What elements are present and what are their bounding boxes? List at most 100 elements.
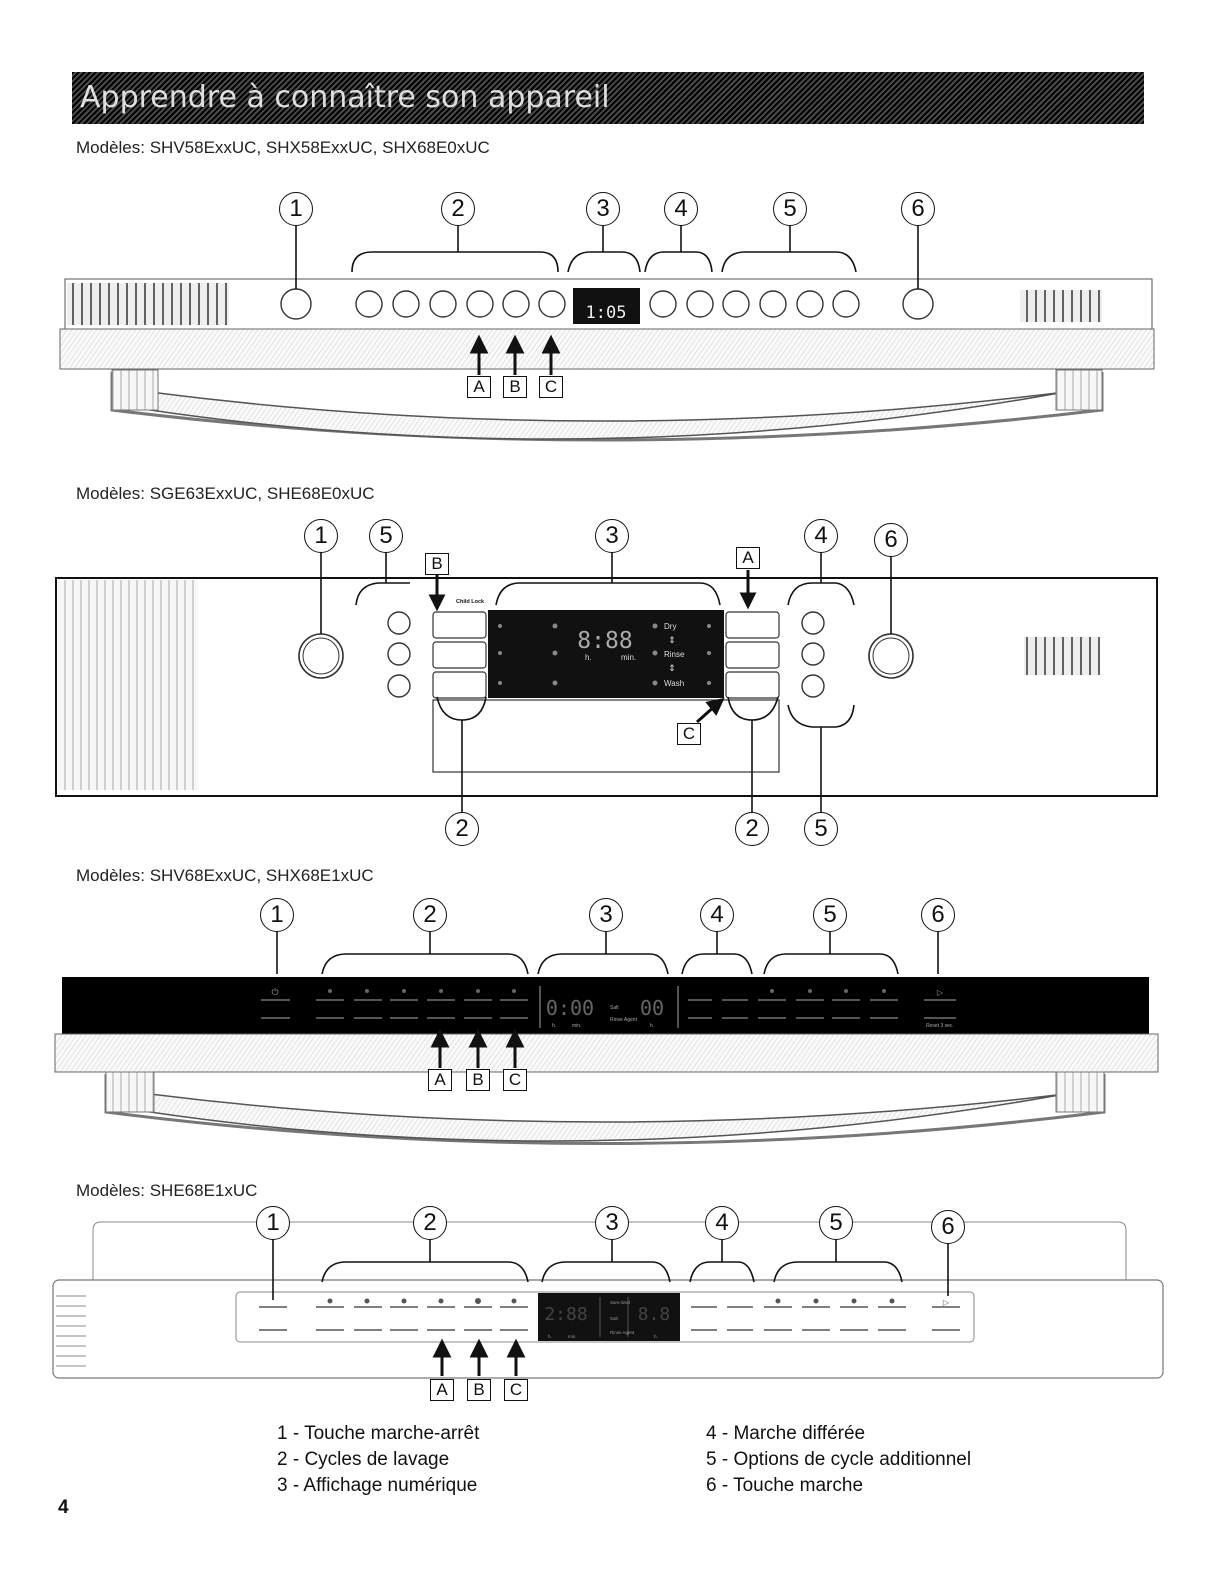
legend-item-1: 1 - Touche marche-arrêt: [277, 1423, 480, 1444]
callout-3: 3: [595, 519, 629, 553]
callout-1: 1: [279, 192, 313, 226]
door-trim: [54, 1033, 1159, 1073]
callout-4: 4: [664, 192, 698, 226]
models-label-4: Modèles: SHE68E1xUC: [76, 1181, 258, 1200]
svg-text:h.: h.: [654, 1334, 658, 1339]
callout-1: 1: [304, 519, 338, 553]
delay-readout: 00: [640, 996, 664, 1020]
callout-2: 2: [735, 812, 769, 846]
legend-item-6: 6 - Touche marche: [706, 1475, 864, 1496]
option-button[interactable]: [387, 674, 411, 698]
indicator-rinse-agent: Rinse Agent: [610, 1330, 635, 1335]
vent-right: [1020, 290, 1102, 322]
letter-callout-c: C: [539, 376, 563, 398]
delay-button[interactable]: [801, 674, 825, 698]
callout-5: 5: [813, 898, 847, 932]
delay-button[interactable]: [649, 290, 677, 318]
callout-5: 5: [804, 812, 838, 846]
svg-text:min.: min.: [572, 1023, 581, 1029]
vent-right: [1024, 637, 1100, 675]
delay-readout: 8.8: [638, 1304, 671, 1325]
callout-3: 3: [589, 898, 623, 932]
start-icon[interactable]: ▷: [937, 988, 944, 997]
letter-callout-b: B: [425, 553, 449, 575]
callout-5: 5: [819, 1206, 853, 1240]
vent-left: [67, 283, 229, 325]
unit-hours: h.: [585, 653, 592, 662]
callout-6: 6: [874, 523, 908, 557]
indicator-wash: Wash: [664, 679, 684, 688]
option-button[interactable]: [722, 290, 750, 318]
cycle-button[interactable]: [432, 641, 487, 669]
delay-button[interactable]: [686, 290, 714, 318]
legend-item-2: 2 - Cycles de lavage: [277, 1449, 450, 1470]
callout-1: 1: [256, 1206, 290, 1240]
unit-minutes: min.: [621, 653, 636, 662]
power-button[interactable]: [280, 288, 312, 320]
section-banner: Apprendre à connaître son appareil: [72, 72, 1144, 124]
door-handle: [149, 391, 1066, 440]
power-button[interactable]: [298, 633, 344, 679]
cycle-button[interactable]: [429, 290, 457, 318]
start-button[interactable]: [868, 633, 914, 679]
legend-item-3: 3 - Affichage numérique: [277, 1475, 478, 1496]
callout-6: 6: [921, 898, 955, 932]
legend-right: 4 - Marche différée 5 - Options de cycle…: [706, 1421, 971, 1499]
svg-text:⇕: ⇕: [668, 635, 676, 645]
svg-text:h.: h.: [552, 1023, 556, 1029]
page-number: 4: [58, 1497, 69, 1518]
digital-display: [573, 288, 640, 324]
vent-left: [58, 580, 198, 790]
svg-text:⇕: ⇕: [668, 663, 676, 673]
door-handle: [149, 1093, 1066, 1142]
cycle-button[interactable]: [432, 611, 487, 639]
cycle-button[interactable]: [725, 641, 780, 669]
cycle-button[interactable]: [392, 290, 420, 318]
cycle-button[interactable]: [502, 290, 530, 318]
option-button[interactable]: [387, 642, 411, 666]
option-button[interactable]: [759, 290, 787, 318]
cycle-button[interactable]: [725, 611, 780, 639]
svg-text:h.: h.: [650, 1023, 654, 1029]
cycle-button[interactable]: [432, 671, 487, 699]
cycle-button[interactable]: [355, 290, 383, 318]
option-button[interactable]: [832, 290, 860, 318]
panel-3: ⏻ ▷ Reset 3 sec. 0:00 00 Salt Rinse Agen…: [54, 932, 1159, 1145]
callout-3: 3: [595, 1206, 629, 1240]
panel-4: 2:88 8.8 Sani-tized Salt Rinse Agent h. …: [52, 1221, 1164, 1379]
option-button[interactable]: [796, 290, 824, 318]
cycle-button[interactable]: [538, 290, 566, 318]
cycle-button[interactable]: [725, 671, 780, 699]
callout-2: 2: [413, 898, 447, 932]
delay-button[interactable]: [801, 611, 825, 635]
callout-6: 6: [931, 1210, 965, 1244]
power-icon[interactable]: ⏻: [271, 987, 278, 997]
letter-callout-c: C: [677, 723, 701, 745]
digital-display: [538, 1293, 680, 1341]
callout-2: 2: [445, 812, 479, 846]
legend-left: 1 - Touche marche-arrêt 2 - Cycles de la…: [277, 1421, 479, 1499]
reset-label: Reset 3 sec.: [926, 1023, 954, 1029]
svg-text:min.: min.: [568, 1334, 577, 1339]
letter-callout-a: A: [736, 547, 760, 569]
banner-title: Apprendre à connaître son appareil: [80, 80, 610, 115]
callout-4: 4: [705, 1206, 739, 1240]
panel-1: 1:05: [59, 225, 1155, 442]
display-readout: 0:00: [546, 996, 594, 1020]
start-button[interactable]: [902, 288, 934, 320]
start-icon[interactable]: ▷: [943, 1298, 950, 1307]
models-label-1: Modèles: SHV58ExxUC, SHX58ExxUC, SHX68E0…: [76, 138, 490, 157]
letter-callout-c: C: [504, 1379, 528, 1401]
indicator-salt: Salt: [610, 1005, 619, 1011]
callout-5: 5: [369, 519, 403, 553]
cycle-button[interactable]: [466, 290, 494, 318]
display-readout: 1:05: [586, 303, 627, 323]
legend-item-5: 5 - Options de cycle additionnel: [706, 1449, 972, 1470]
callout-5: 5: [773, 192, 807, 226]
letter-callout-b: B: [466, 1069, 490, 1091]
callout-4: 4: [700, 898, 734, 932]
option-button[interactable]: [387, 611, 411, 635]
letter-callout-a: A: [430, 1379, 454, 1401]
delay-button[interactable]: [801, 642, 825, 666]
